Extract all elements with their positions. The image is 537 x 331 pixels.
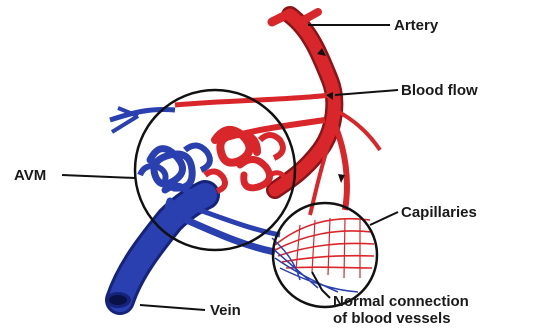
capillaries-leader [370, 212, 398, 225]
avm-leader [62, 175, 135, 178]
capillaries-label: Capillaries [401, 204, 477, 221]
capillary-bed [272, 218, 374, 292]
vein-leader [140, 305, 205, 310]
avm-label: AVM [14, 167, 46, 184]
blood-flow-leader [335, 90, 398, 95]
vein-label: Vein [210, 302, 241, 319]
normal-connection-label-line1: Normal connection [333, 293, 469, 310]
normal-connection-label-line2: of blood vessels [333, 310, 451, 327]
blood-flow-label: Blood flow [401, 82, 478, 99]
artery-label: Artery [394, 17, 439, 34]
